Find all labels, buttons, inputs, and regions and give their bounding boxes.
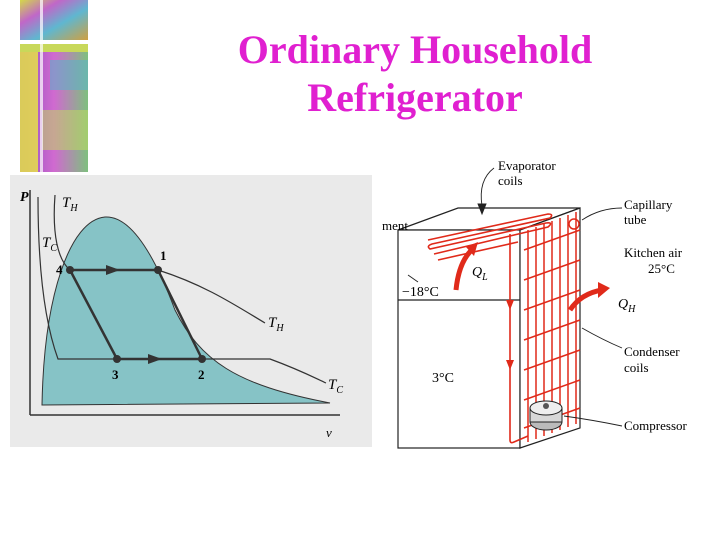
state-label-1: 1 [160, 248, 167, 263]
title-line-2: Refrigerator [150, 74, 680, 122]
decorative-color-strip [20, 0, 88, 172]
slide-title: Ordinary Household Refrigerator [150, 26, 680, 122]
kitchen-air-label-1: Kitchen air [624, 245, 683, 260]
kitchen-air-label-2: 25°C [648, 261, 675, 276]
capillary-label-1: Capillary [624, 197, 673, 212]
state-label-3: 3 [112, 367, 119, 382]
cabinet-front [398, 230, 520, 448]
qh-label: QH [618, 297, 636, 315]
axis-p-label: P [20, 190, 29, 205]
fridge-temp: 3°C [432, 371, 454, 386]
axis-v-label: v [326, 425, 332, 440]
compartment-label: ment [382, 218, 408, 233]
state-label-4: 4 [56, 262, 63, 277]
refrigerator-schematic: Evaporator coils ment −18°C 3°C QL QH Ca… [378, 150, 714, 460]
condenser-label-1: Condenser [624, 344, 680, 359]
evaporator-label-2: coils [498, 173, 523, 188]
capillary-label-2: tube [624, 212, 647, 227]
state-point-4 [66, 266, 74, 274]
state-point-2 [198, 355, 206, 363]
title-line-1: Ordinary Household [150, 26, 680, 74]
state-label-2: 2 [198, 367, 205, 382]
freezer-temp: −18°C [402, 285, 439, 300]
state-point-3 [113, 355, 121, 363]
condenser-label-2: coils [624, 360, 649, 375]
compressor-label: Compressor [624, 418, 688, 433]
evaporator-label-1: Evaporator [498, 158, 556, 173]
compressor-icon [530, 401, 562, 430]
state-point-1 [154, 266, 162, 274]
qh-arrowhead [598, 282, 610, 298]
pv-cycle-diagram: P v TH TC TH TC 1 2 3 4 [10, 175, 372, 447]
